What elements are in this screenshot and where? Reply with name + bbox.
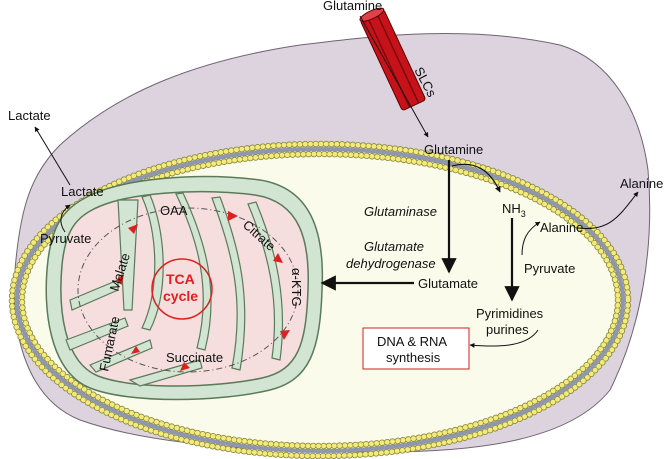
tca-cycle-arrows <box>116 211 290 371</box>
arrow-lactate-out <box>34 126 71 186</box>
label-glutamate: Glutamate <box>418 276 478 291</box>
label-glutamine-top: Glutamine <box>323 0 382 13</box>
slc-transporter <box>359 7 426 111</box>
glutamine-import-arrow <box>359 15 429 138</box>
arrow-alanine-out <box>577 191 639 230</box>
arrow-glutamine-to-nh3 <box>451 163 501 193</box>
label-alanine-out: Alanine <box>620 176 663 191</box>
arrow-pyruvate-to-lactate <box>60 204 71 233</box>
label-dna-rna-1: DNA & RNA <box>377 334 447 349</box>
dna-rna-box <box>362 327 470 370</box>
label-glutamate-dh-1: Glutamate <box>364 239 424 254</box>
label-oaa: OAA <box>160 203 188 218</box>
label-nh3: NH3 <box>502 201 526 219</box>
label-lactate-in: Lactate <box>61 184 104 199</box>
label-akg: α-KTG <box>289 268 304 307</box>
label-glutaminase: Glutaminase <box>364 204 437 219</box>
label-succinate: Succinate <box>166 350 223 365</box>
label-tca-2: cycle <box>163 288 198 304</box>
label-purines: purines <box>486 322 529 337</box>
arrow-pyruvate-to-alanine <box>521 221 541 256</box>
label-lactate-out: Lactate <box>8 108 51 123</box>
label-glutamate-dh-2: dehydrogenase <box>346 256 436 271</box>
arrow-to-dna-synthesis <box>469 329 539 348</box>
label-glutamine-in: Glutamine <box>424 142 483 157</box>
label-pyrimidines: Pyrimidines <box>476 306 544 321</box>
label-alanine-in: Alanine <box>540 220 583 235</box>
tca-cycle-circle <box>151 258 213 320</box>
label-dna-rna-2: synthesis <box>386 350 441 365</box>
label-tca-1: TCA <box>166 271 195 287</box>
label-pyruvate-left: Pyruvate <box>40 231 91 246</box>
label-pyruvate-right: Pyruvate <box>524 261 575 276</box>
tca-cycle-path <box>77 207 299 373</box>
membrane-core <box>15 147 625 453</box>
mitochondrion <box>45 175 324 401</box>
